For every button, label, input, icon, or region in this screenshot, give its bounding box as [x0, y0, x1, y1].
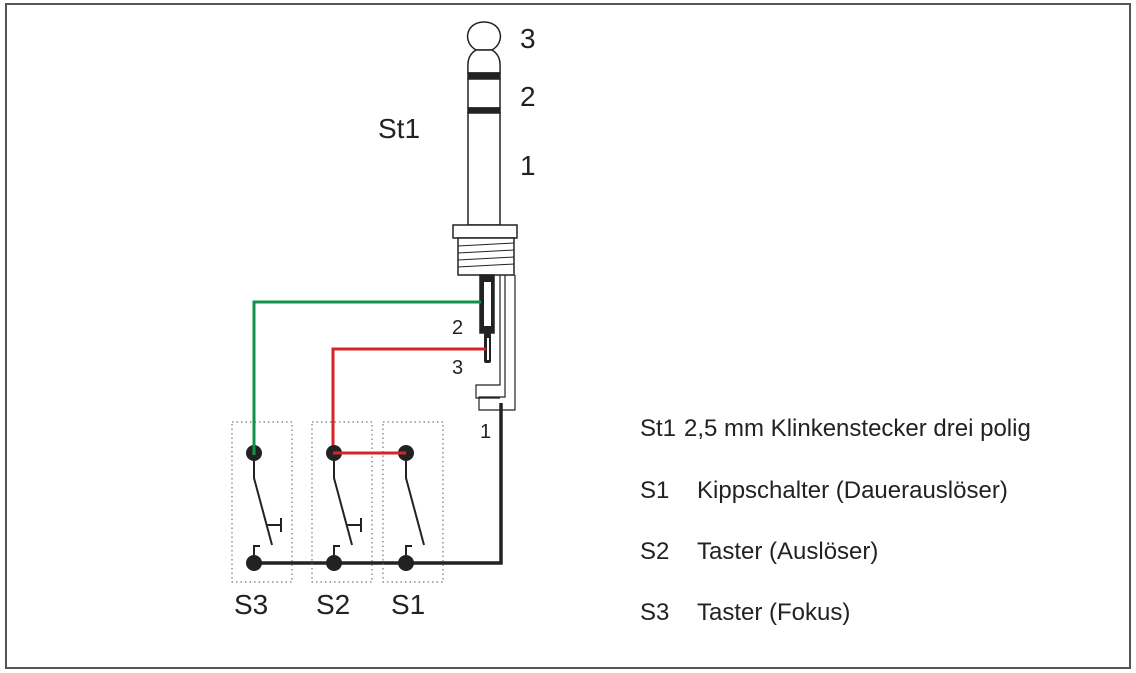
terminal-label-2: 2: [452, 317, 463, 339]
legend-text: 2,5 mm Klinkenstecker drei polig: [684, 415, 1031, 442]
legend-code: S3: [640, 599, 669, 626]
legend-text: Taster (Fokus): [697, 599, 850, 626]
switch-label-s3: S3: [234, 589, 268, 620]
plug-label: St1: [378, 113, 420, 144]
legend-text: Kippschalter (Dauerauslöser): [697, 477, 1008, 504]
plug-collar: [452, 224, 518, 239]
terminal-label-1: 1: [480, 421, 491, 443]
frame-border: [5, 3, 1131, 669]
switch-label-s1: S1: [391, 589, 425, 620]
thread-lines: [457, 242, 515, 268]
legend-code: S2: [640, 538, 669, 565]
plug-tip: [466, 21, 502, 51]
legend: St1 2,5 mm Klinkenstecker drei polig S1 …: [640, 415, 1031, 626]
insulator-band-1: [467, 72, 501, 80]
plug-ring: [467, 78, 501, 109]
terminal-label-3: 3: [452, 357, 463, 379]
jack-plug: [452, 21, 518, 411]
switch-s1: [382, 421, 444, 583]
legend-text: Taster (Auslöser): [697, 538, 878, 565]
green-wire: [252, 300, 481, 453]
switch-label-s2: S2: [316, 589, 350, 620]
legend-code: St1: [640, 415, 676, 442]
plug-sleeve: [467, 112, 501, 226]
legend-code: S1: [640, 477, 669, 504]
switch-s2: [311, 421, 373, 583]
plug-tip-neck: [467, 49, 501, 74]
contact-label-1: 1: [520, 150, 536, 181]
terminal-1: [475, 275, 501, 399]
contact-label-3: 3: [520, 23, 536, 54]
black-wire: [254, 403, 503, 565]
contact-label-2: 2: [520, 81, 536, 112]
switch-s3: [231, 421, 293, 583]
plug-thread: [457, 237, 515, 276]
